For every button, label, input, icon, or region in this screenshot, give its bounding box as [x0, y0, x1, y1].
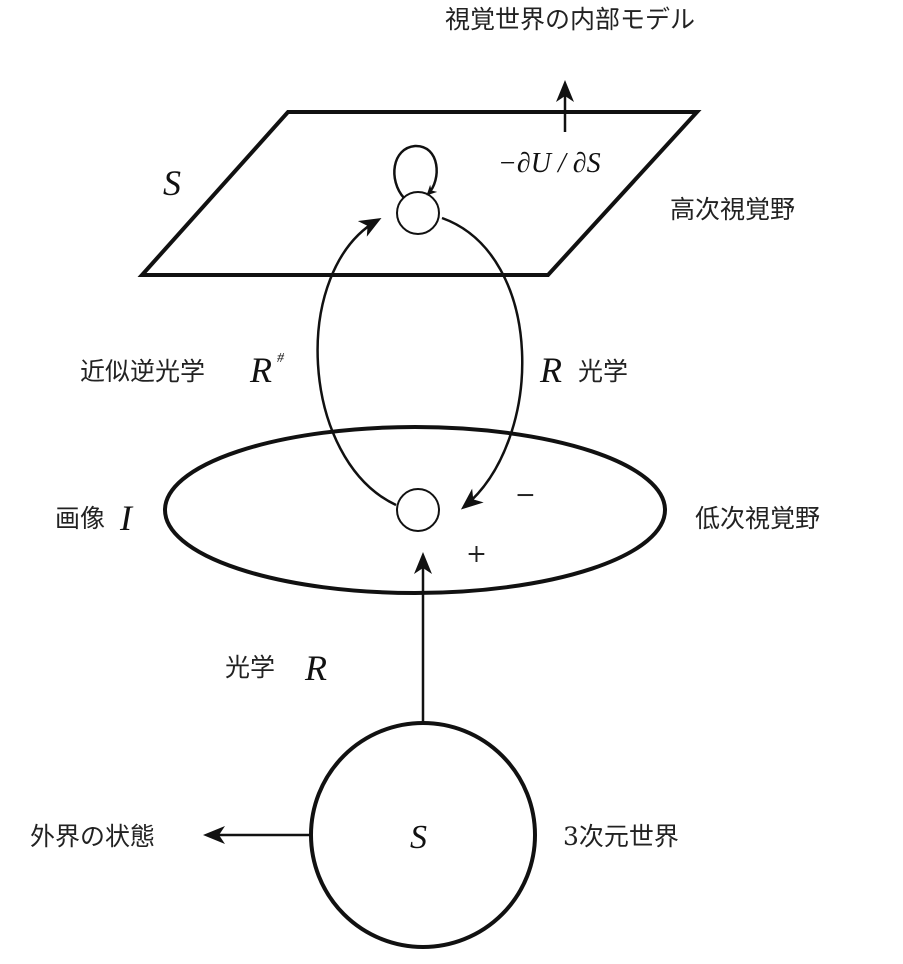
state-top-label: S	[163, 163, 181, 203]
higher-node	[396, 191, 440, 235]
sharp-symbol: #	[277, 351, 285, 366]
image-label: 画像	[55, 504, 105, 533]
optics-r-symbol: R	[539, 350, 562, 390]
lower-node	[396, 488, 440, 532]
state-bottom-label: S	[410, 819, 427, 856]
optics-bottom-r: R	[304, 648, 327, 688]
higher-visual-plane	[137, 110, 702, 277]
internal-model-label: 視覚世界の内部モデル	[445, 5, 695, 34]
higher-visual-label: 高次視覚野	[670, 195, 795, 224]
self-loop-arrow	[393, 144, 438, 199]
lower-visual-label: 低次視覚野	[695, 504, 820, 533]
inverse-optics-arrow	[316, 218, 397, 507]
minus-sign: −	[515, 480, 536, 509]
lower-visual-ellipse	[163, 425, 667, 595]
gradient-label: −∂U / ∂S	[498, 148, 601, 179]
external-state-label: 外界の状態	[30, 822, 155, 851]
optics-right-label: 光学	[578, 357, 628, 386]
image-symbol: I	[119, 498, 134, 538]
plus-sign: +	[466, 539, 487, 568]
r-sharp-symbol: R	[249, 350, 272, 390]
approx-inverse-label: 近似逆光学	[80, 357, 205, 386]
world-3d-label: 3次元世界	[563, 822, 679, 851]
optics-bottom-label: 光学	[225, 653, 275, 682]
optics-arrow-down	[441, 216, 524, 510]
